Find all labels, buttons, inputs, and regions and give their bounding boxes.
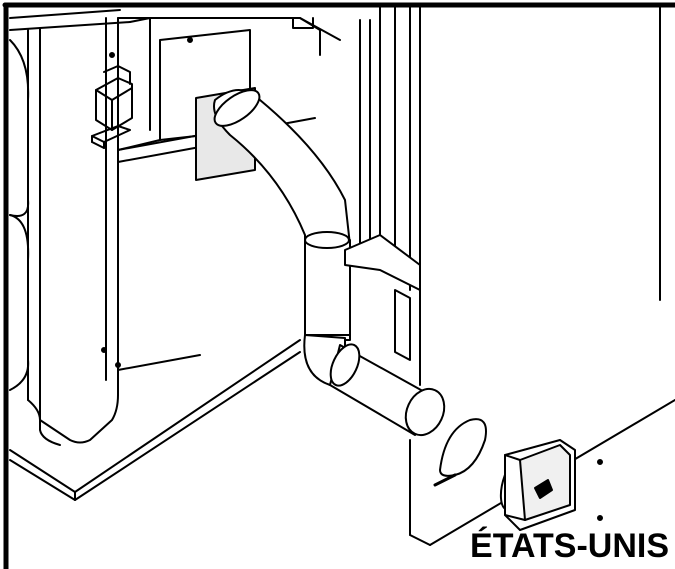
vent-hood <box>499 439 603 531</box>
exterior-wall <box>344 4 675 546</box>
country-label: ÉTATS-UNIS <box>470 527 669 565</box>
appliance-cabinet <box>9 9 341 501</box>
motor-housing <box>91 65 133 149</box>
clamp-ring <box>433 418 487 487</box>
exhaust-pipe <box>213 89 446 437</box>
